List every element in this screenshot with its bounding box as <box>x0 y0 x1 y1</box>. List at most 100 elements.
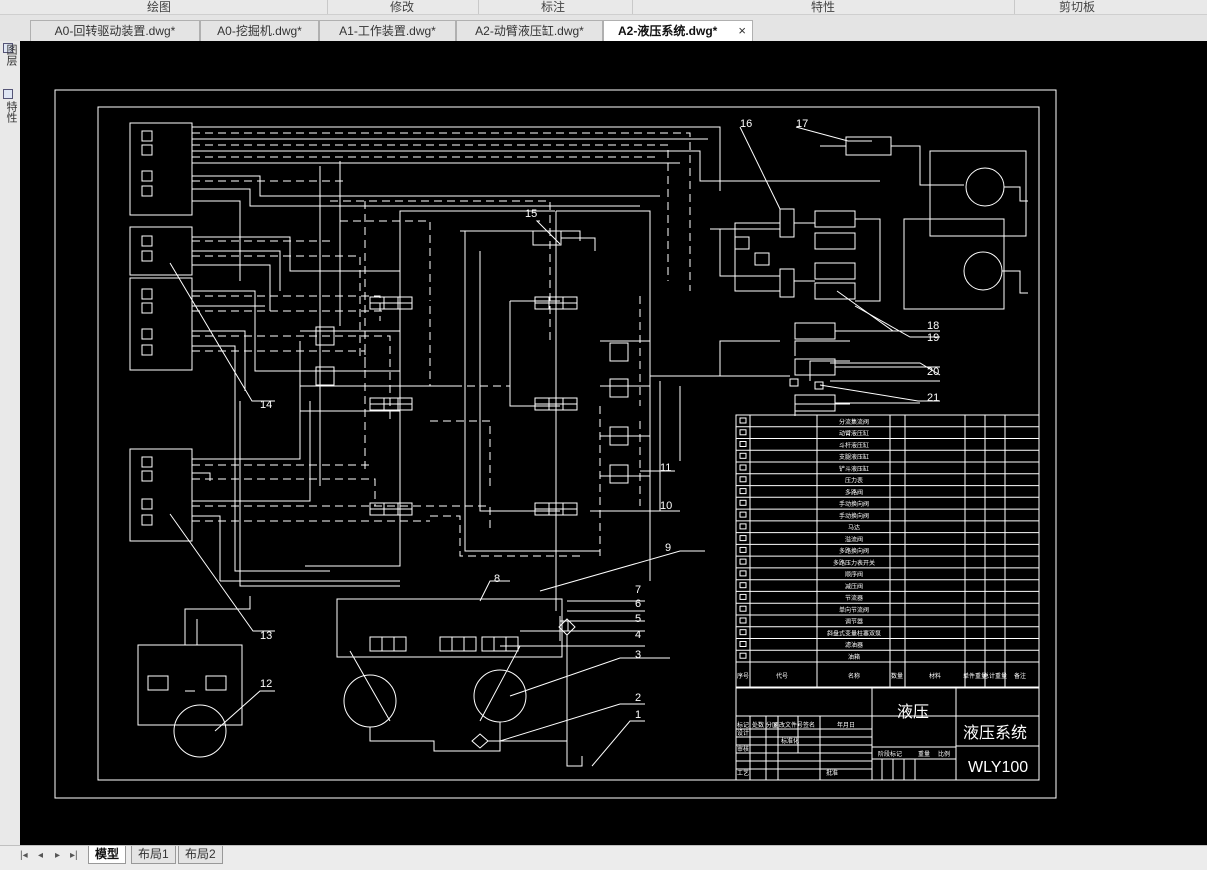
callout-14: 14 <box>260 399 272 411</box>
parts-row-name: 滤油器 <box>845 641 863 649</box>
sign-label: 年月日 <box>837 721 855 729</box>
parts-row-name: 单向节流阀 <box>839 606 869 614</box>
sign-label: 标记 <box>737 721 749 729</box>
layout-tab-bar: |◂ ◂ ▸ ▸| 模型 布局1 布局2 <box>0 845 1207 870</box>
role-label: 设计 <box>737 729 749 737</box>
sign-label: 处数 <box>752 721 764 729</box>
stage-label: 重量 <box>918 750 930 758</box>
parts-row-name: 斗杆液压缸 <box>839 441 869 449</box>
parts-row-name: 压力表 <box>845 477 863 485</box>
ribbon-group-clipboard[interactable]: 剪切板 <box>1059 0 1096 14</box>
pump-station <box>336 598 583 767</box>
callout-18: 18 <box>927 320 939 332</box>
parts-row-name: 调节器 <box>845 618 863 626</box>
stage-label: 比例 <box>938 750 950 758</box>
palette-properties-label[interactable]: 特性 <box>5 101 17 123</box>
row-index-mark <box>739 476 747 483</box>
parts-row-name: 手动换向阀 <box>839 500 869 508</box>
nav-last-icon[interactable]: ▸| <box>70 850 78 861</box>
sheet-outer-border <box>54 89 1057 799</box>
parts-row-name: 节流器 <box>845 594 863 602</box>
ribbon-group-modify[interactable]: 修改 <box>390 0 415 14</box>
parts-row-name: 分流集流阀 <box>839 418 869 426</box>
row-index-mark <box>739 558 747 565</box>
parts-row-name: 多路阀 <box>845 488 863 496</box>
callout-4: 4 <box>635 629 641 641</box>
ribbon-group-draw[interactable]: 绘图 <box>147 0 172 14</box>
tab-rotary-drive[interactable]: A0-回转驱动装置.dwg* <box>30 20 200 41</box>
parts-row-name: 减压阀 <box>845 582 863 590</box>
directional-valves <box>369 296 578 516</box>
table-header-cell: 材料 <box>929 672 941 680</box>
parts-row-name: 支腿液压缸 <box>839 453 869 461</box>
row-index-mark <box>739 546 747 553</box>
tab-layout2[interactable]: 布局2 <box>178 846 223 864</box>
row-index-mark <box>739 582 747 589</box>
tab-layout1[interactable]: 布局1 <box>131 846 176 864</box>
row-index-mark <box>739 417 747 424</box>
table-header-cell: 序号 <box>737 672 749 680</box>
sign-label: 更改文件号 <box>773 721 803 729</box>
callout-17: 17 <box>796 118 808 130</box>
relief-valves <box>315 236 770 484</box>
callout-12: 12 <box>260 678 272 690</box>
layers-icon[interactable] <box>3 43 13 53</box>
valve-group-a <box>129 122 193 216</box>
tab-hydraulic-system[interactable]: A2-液压系统.dwg*× <box>603 20 753 41</box>
tab-excavator[interactable]: A0-挖掘机.dwg* <box>200 20 319 41</box>
tab-label: A0-回转驱动装置.dwg* <box>54 24 176 38</box>
row-index-mark <box>739 535 747 542</box>
table-header-cell: 备注 <box>1014 672 1026 680</box>
sign-label: 分区 <box>766 721 778 729</box>
table-header-cell: 数量 <box>891 672 903 680</box>
tab-label: A0-挖掘机.dwg* <box>217 24 302 38</box>
valve-group-d <box>129 448 193 542</box>
tab-label: A1-工作装置.dwg* <box>339 24 436 38</box>
tab-boom-cylinder[interactable]: A2-动臂液压缸.dwg* <box>456 20 603 41</box>
drawing-canvas[interactable]: 16 17 15 18 19 20 21 11 10 9 8 7 6 5 4 3… <box>20 41 1207 845</box>
row-index-mark <box>739 429 747 436</box>
tab-model[interactable]: 模型 <box>88 846 127 864</box>
hydraulic-schematic[interactable]: 16 17 15 18 19 20 21 11 10 9 8 7 6 5 4 3… <box>20 41 1207 845</box>
title-material: 液压 <box>897 703 929 721</box>
row-index-mark <box>739 523 747 530</box>
row-index-mark <box>739 570 747 577</box>
role-label: 工艺 <box>737 769 749 777</box>
nav-first-icon[interactable]: |◂ <box>20 850 28 861</box>
tank-pump-12 <box>137 596 251 758</box>
motors <box>892 145 1028 310</box>
nav-next-icon[interactable]: ▸ <box>55 850 61 861</box>
sign-label: 签名 <box>803 721 815 729</box>
tab-work-device[interactable]: A1-工作装置.dwg* <box>319 20 456 41</box>
close-icon[interactable]: × <box>738 23 746 38</box>
ribbon-group-properties[interactable]: 特性 <box>811 0 836 14</box>
parts-row-name: 动臂液压缸 <box>839 430 869 438</box>
callout-19: 19 <box>927 332 939 344</box>
callout-1: 1 <box>635 709 641 721</box>
properties-icon[interactable] <box>3 89 13 99</box>
ribbon-panel-labels: 绘图 修改 标注 特性 剪切板 <box>0 0 1207 15</box>
flow-divider-15 <box>532 230 562 246</box>
nav-prev-icon[interactable]: ◂ <box>38 850 44 861</box>
callout-8: 8 <box>494 573 500 585</box>
role-label: 标准化 <box>781 737 799 745</box>
row-index-mark <box>739 641 747 647</box>
valve-group-b <box>129 226 193 276</box>
row-index-mark <box>739 441 747 447</box>
title-code: WLY100 <box>968 759 1028 776</box>
stage-label: 阶段标记 <box>878 750 902 758</box>
role-label: 批准 <box>826 769 838 777</box>
parts-row-name: 斜盘式变量柱塞双泵 <box>827 630 881 638</box>
callout-5: 5 <box>635 613 641 625</box>
valve-symbols-left <box>141 130 153 526</box>
ribbon-group-annotate[interactable]: 标注 <box>541 0 566 14</box>
left-palette: 图层 特性 <box>0 41 21 845</box>
valve-group-c <box>129 277 193 371</box>
pilot-lines-dashed <box>192 132 691 557</box>
parts-table-columns <box>749 415 1006 688</box>
parts-row-name: 油箱 <box>848 653 860 661</box>
palette-layers-label[interactable]: 图层 <box>5 44 17 66</box>
row-index-mark <box>739 593 747 600</box>
main-pipelines <box>192 126 880 611</box>
title-block <box>735 661 1040 781</box>
